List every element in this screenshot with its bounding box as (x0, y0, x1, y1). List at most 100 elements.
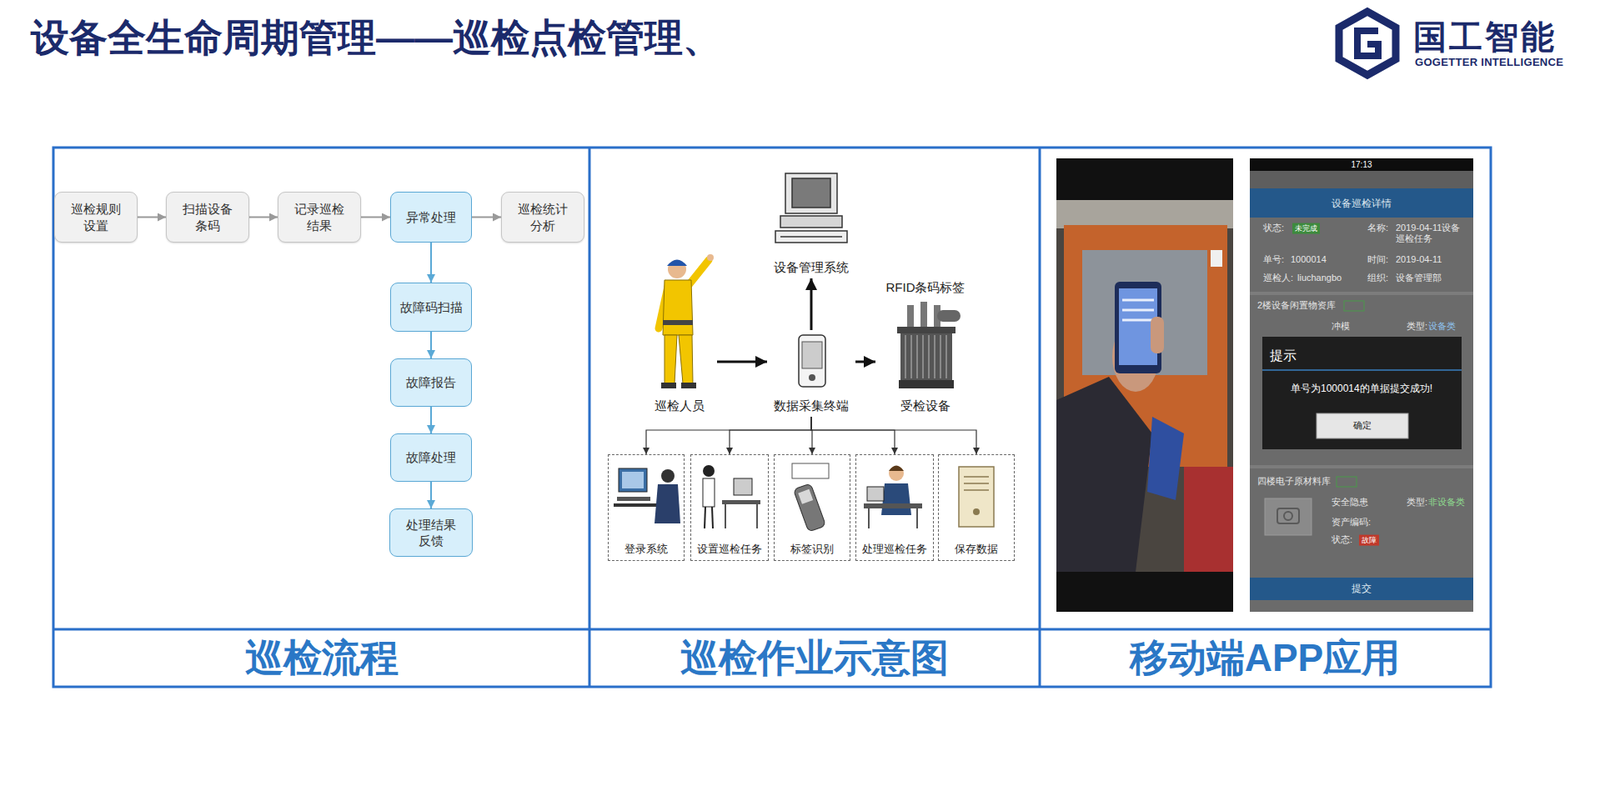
node-text: RFID条码标签 (886, 280, 966, 296)
app-screenshot (1336, 476, 1357, 487)
panel-caption: 巡检流程 (245, 635, 399, 682)
field-name: 名称: (1367, 222, 1389, 234)
field-name: 类型: (1406, 496, 1428, 508)
field-value: liuchangbo (1297, 272, 1342, 284)
task-box: 登录系统 (607, 454, 685, 562)
app-screenshot (1344, 300, 1365, 311)
exception-box: 异常处理 (390, 191, 472, 243)
process-task-icon (863, 503, 923, 509)
transformer-icon (937, 310, 961, 322)
server-icon (958, 466, 994, 527)
process-task-icon (916, 508, 918, 529)
flow-arrow (811, 416, 977, 455)
flow-arrow (729, 416, 812, 455)
app-screenshot (1277, 508, 1300, 524)
exception-box: 故障码扫描 (390, 282, 472, 332)
node-text: 异常处理 (406, 209, 457, 226)
field-name: 组织: (1367, 272, 1389, 284)
login-icon (618, 468, 648, 492)
section-title: 四楼电子原材料库 (1257, 476, 1331, 487)
node-text: 巡检统计分析 (516, 200, 570, 234)
field-value: 设备类 (1428, 321, 1456, 332)
task-setting-icon (722, 500, 761, 505)
flow-arrow (430, 481, 432, 509)
server-icon (958, 466, 994, 527)
flow-arrow (855, 361, 876, 364)
panel-frame (53, 147, 1491, 688)
field-name: 单号: (1263, 254, 1285, 266)
worker-figure (662, 280, 693, 336)
worker-figure (688, 260, 709, 286)
process-box: 扫描设备条码 (165, 191, 250, 243)
task-setting-icon (712, 506, 713, 529)
app-screenshot (1249, 170, 1474, 189)
login-icon (613, 468, 681, 524)
node-text: 故障码扫描 (400, 299, 463, 316)
flow-arrow (430, 331, 432, 359)
app-screenshot (1249, 465, 1474, 469)
field-value: 设备管理部 (1395, 272, 1442, 284)
field-name: 状态: (1331, 534, 1353, 546)
site-photo (1056, 376, 1153, 572)
panel-frame (53, 628, 1491, 632)
node-text: 受检设备 (900, 398, 951, 414)
transformer-icon (900, 333, 953, 381)
panel-caption: 移动端APP应用 (1129, 635, 1401, 682)
site-photo (1082, 250, 1208, 376)
page-title: 设备全生命周期管理——巡检点检管理、 (30, 15, 722, 61)
terminal-icon (798, 335, 826, 387)
process-task-icon (881, 483, 912, 516)
task-box: 设置巡检任务 (690, 454, 769, 562)
task-box: 处理巡检任务 (855, 454, 934, 562)
login-icon (621, 471, 644, 489)
flow-arrow (430, 406, 432, 434)
worker-figure (678, 335, 693, 384)
worker-figure (658, 254, 714, 389)
flow-arrow (717, 361, 768, 364)
transformer-icon (897, 301, 961, 389)
node-text: 标签识别 (790, 542, 834, 557)
site-photo (1122, 300, 1154, 321)
dialog-title: 提示 (1269, 347, 1297, 364)
process-task-icon (867, 486, 884, 502)
exception-box: 故障报告 (390, 358, 472, 407)
node-text: 保存数据 (954, 542, 999, 557)
field-name: 类型: (1406, 321, 1428, 332)
transformer-icon (907, 305, 914, 327)
app-screenshot (1264, 498, 1312, 536)
process-task-icon (867, 508, 870, 529)
computer-icon (775, 173, 848, 243)
worker-figure (662, 320, 693, 326)
site-photo (1183, 466, 1234, 572)
transformer-icon (920, 301, 928, 327)
flow-arrow (810, 278, 813, 331)
figure-node: 数据采集终端 (767, 330, 856, 417)
field-value: 安全隐患 (1331, 496, 1369, 508)
app-screenshot (1249, 158, 1474, 171)
field-name: 时间: (1367, 254, 1389, 266)
login-icon (616, 496, 651, 502)
task-setting-icon (702, 465, 761, 529)
flow-arrow (646, 416, 812, 455)
status-time: 17:13 (1350, 160, 1372, 171)
field-value: 非设备类 (1428, 496, 1465, 508)
site-photo (1056, 158, 1234, 612)
node-text: 巡检规则设置 (69, 200, 123, 234)
process-box: 记录巡检结果 (277, 191, 362, 243)
dialog-button: 确定 (1353, 420, 1372, 432)
scanner-icon (792, 483, 826, 532)
logo-subtext: GOGETTER INTELLIGENCE (1414, 55, 1564, 70)
app-screenshot (1249, 158, 1474, 612)
logo-mark (1339, 11, 1396, 76)
process-task-icon (863, 466, 923, 530)
node-text: 记录巡检结果 (292, 200, 347, 234)
panel-frame (588, 147, 592, 688)
task-box: 标签识别 (773, 454, 851, 562)
logo-mark (1339, 11, 1396, 76)
flow-arrow (471, 216, 502, 219)
field-name: 巡检人: (1263, 272, 1294, 284)
node-text: 故障报告 (406, 374, 457, 392)
task-box: 保存数据 (937, 454, 1015, 562)
server-icon (963, 476, 989, 491)
computer-icon (780, 215, 843, 228)
